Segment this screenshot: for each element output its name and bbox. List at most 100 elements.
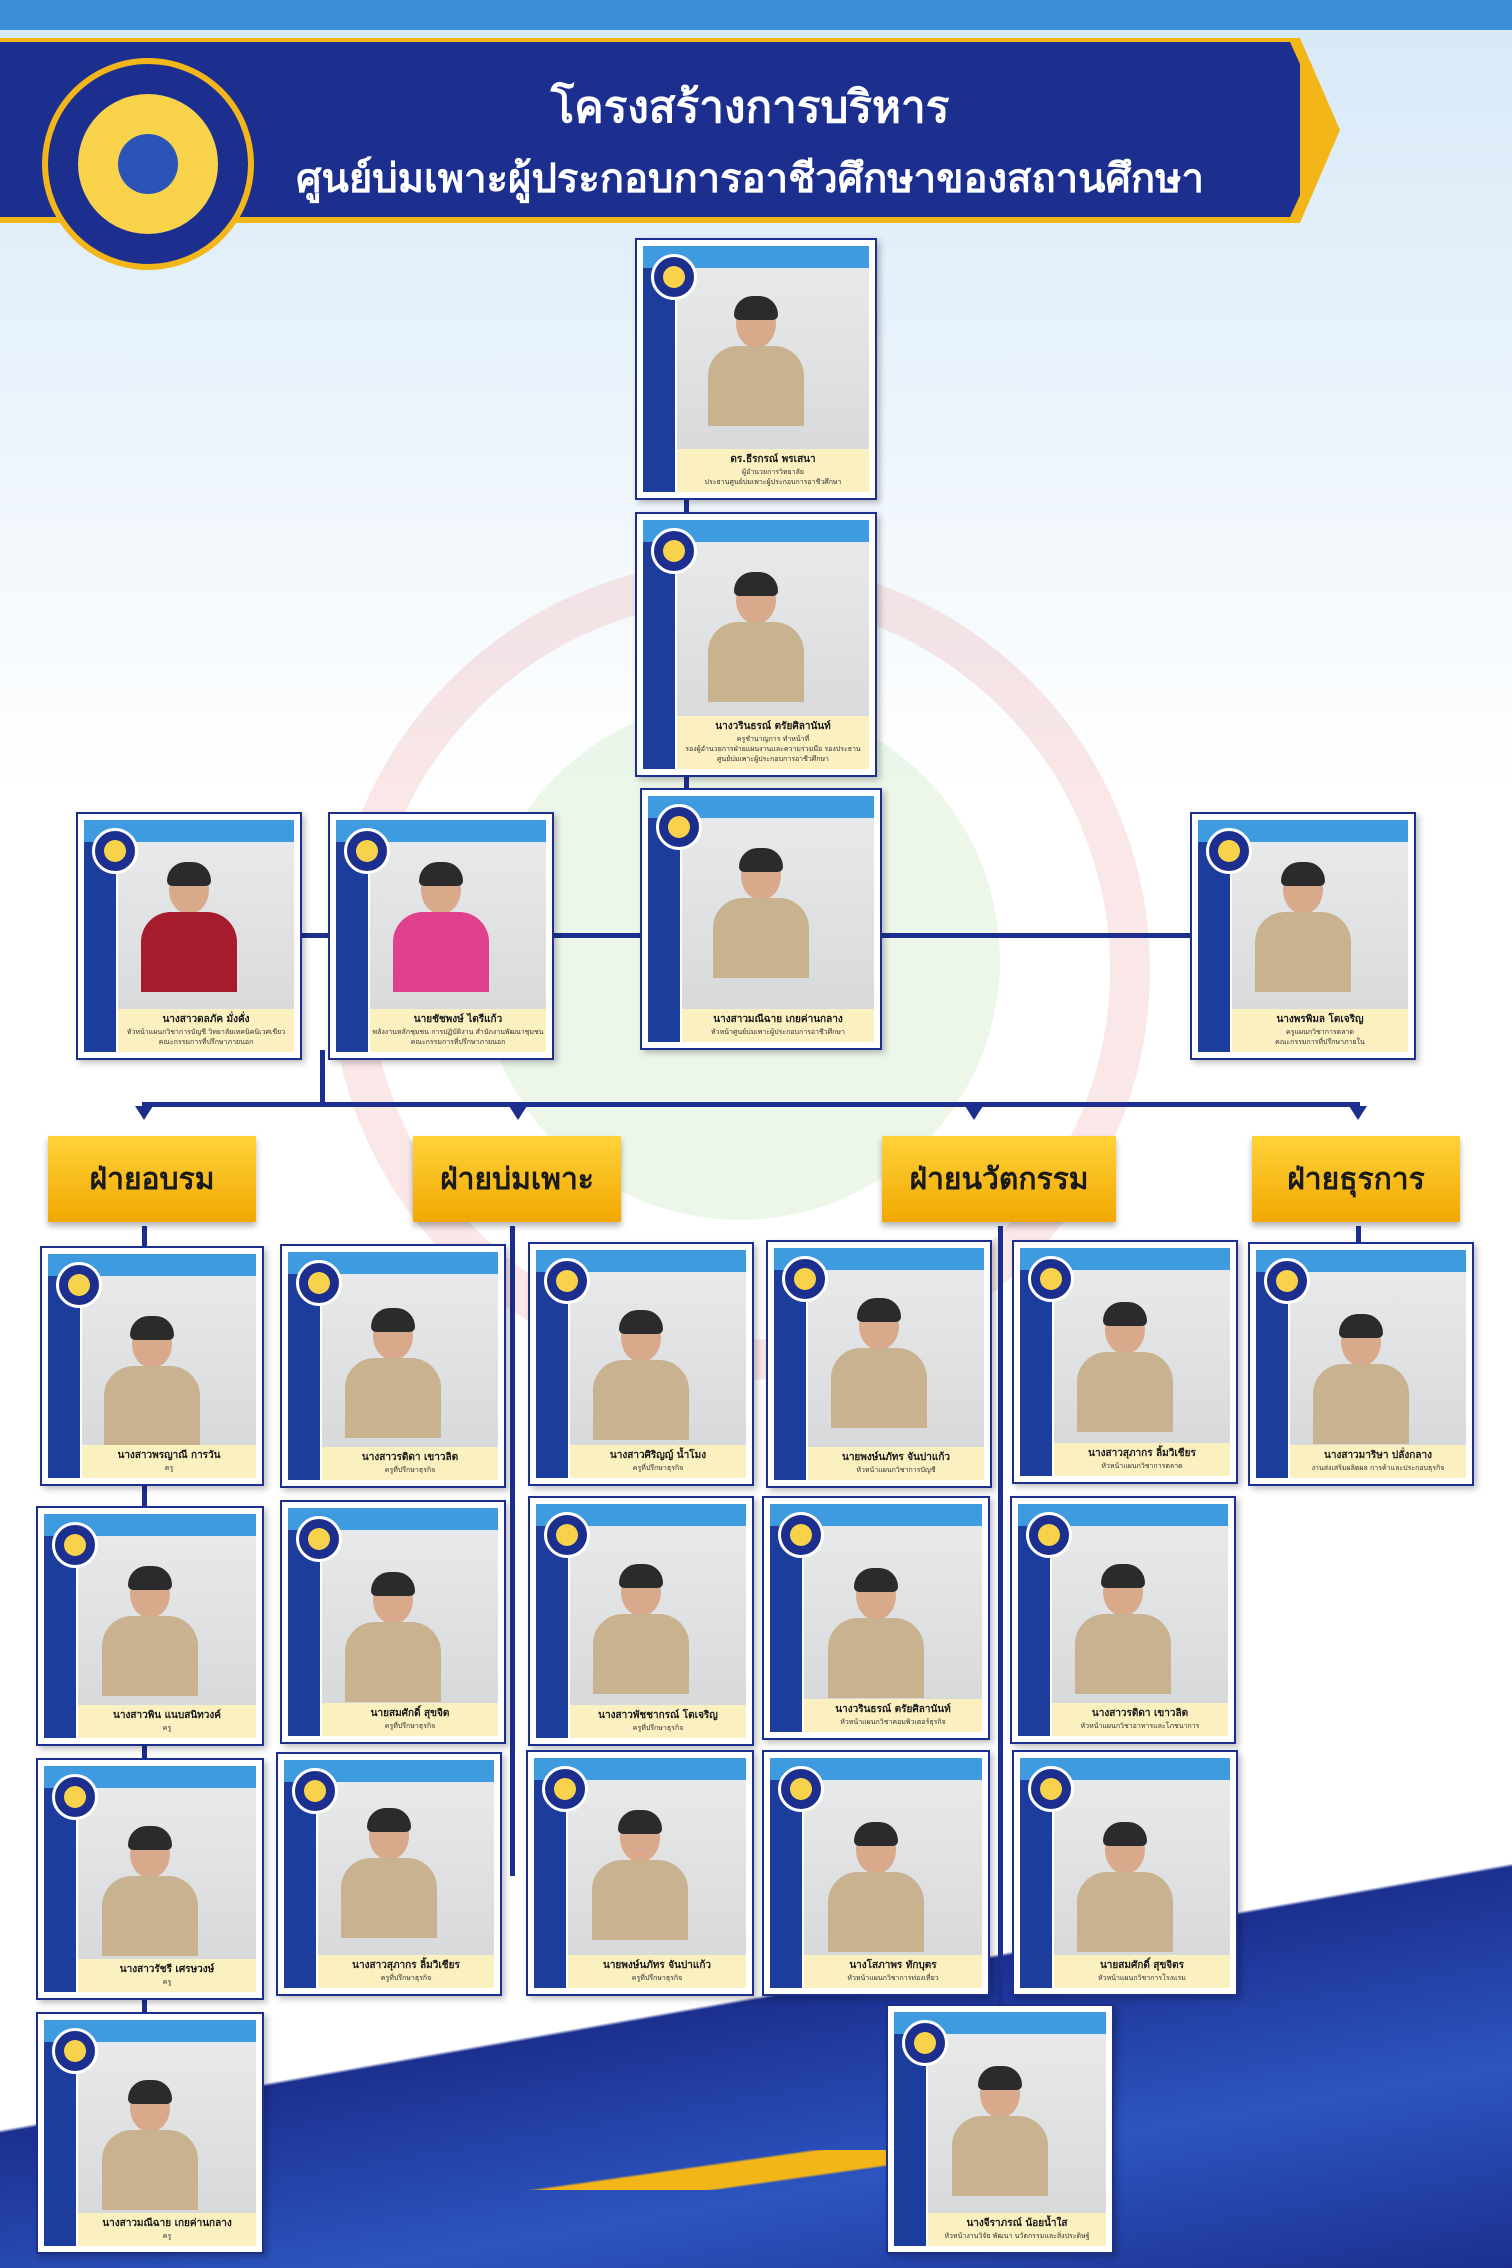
connector-line [998, 1226, 1003, 2016]
card-innovation-4: นางสาวสุภากร ลิ้มวิเชียรหัวหน้าแผนกวิชาก… [1012, 1240, 1238, 1484]
person-position: ครู [162, 2232, 172, 2240]
person-name: นางวรินธรณ์ ตรัยศิลานันท์ [835, 1704, 951, 1715]
person-name: นายสมศักดิ์ สุขจิตร [1099, 1960, 1185, 1971]
person-name: นางสาวพิน แนบสนิทวงค์ [113, 1710, 221, 1721]
college-emblem-icon [296, 1516, 342, 1562]
connector-line [510, 1226, 515, 1876]
person-name: นางโสภาพร ทักบุตร [849, 1960, 937, 1971]
card-training-2: นางสาวพิน แนบสนิทวงค์ครู [36, 1506, 264, 1746]
college-emblem-icon [92, 828, 138, 874]
dept-innovation: ฝ่ายนวัตกรรม [882, 1136, 1116, 1222]
person-name: นางสาวดลภัค มั่งคั่ง [162, 1014, 250, 1025]
person-position: ครูที่ปรึกษาธุรกิจ [631, 1974, 683, 1982]
college-emblem-icon [902, 2020, 948, 2066]
connector-line [142, 1102, 1360, 1107]
person-position-2: ประธานศูนย์บ่มเพาะผู้ประกอบการอาชีวศึกษา [704, 478, 842, 486]
person-name: นางสาวรติดา เขาวลิต [361, 1452, 459, 1463]
card-external-advisor-2: นายชัชพงษ์ ไตรีแก้วพลังงานหลักชุมชน การป… [328, 812, 554, 1060]
arrow-down-icon [965, 1106, 983, 1120]
card-internal-advisor: นางพรพิมล โตเจริญครูแผนกวิชาการตลาดคณะกร… [1190, 812, 1416, 1060]
person-position: ครูที่ปรึกษาธุรกิจ [632, 1724, 684, 1732]
card-incubation-6: นายพงษ์นภัทร จันปาแก้วครูที่ปรึกษาธุรกิจ [526, 1750, 754, 1996]
person-name: นายพงษ์นภัทร จันปาแก้ว [841, 1452, 951, 1463]
card-center-head: นางสาวมณีฉาย เกยค่านกลางหัวหน้าศูนย์บ่มเ… [640, 788, 882, 1050]
card-training-3: นางสาวรัชรี เศรษวงษ์ครู [36, 1758, 264, 2000]
person-position: ครูที่ปรึกษาธุรกิจ [384, 1722, 436, 1730]
person-position: หัวหน้าแผนกวิชาการบัญชี วิทยาลัยเทคนิคนิ… [126, 1028, 286, 1036]
person-position: ครู [162, 1978, 172, 1986]
person-name: นางวรินธรณ์ ตรัยศิลานันท์ [715, 721, 831, 732]
top-stripe [0, 0, 1512, 30]
person-position: ครูชำนาญการ ทำหน้าที่ [736, 735, 810, 743]
college-emblem-icon [544, 1258, 590, 1304]
person-name: นายพงษ์นภัทร จันปาแก้ว [602, 1960, 712, 1971]
card-incubation-2: นายสมศักดิ์ สุขจิตครูที่ปรึกษาธุรกิจ [280, 1500, 506, 1744]
person-position: หัวหน้างานวิจัย พัฒนา นวัตกรรมและสิ่งประ… [944, 2232, 1090, 2240]
card-admin-1: นางสาวมาริษา ปลั่งกลางงานส่งเสริมผลิตผล … [1248, 1242, 1474, 1486]
arrow-down-icon [135, 1106, 153, 1120]
person-position-2: คณะกรรมการที่ปรึกษาภายนอก [158, 1038, 254, 1046]
arrow-down-icon [1349, 1106, 1367, 1120]
college-emblem-icon [344, 828, 390, 874]
person-position: หัวหน้าแผนกวิชาคอมพิวเตอร์ธุรกิจ [840, 1718, 946, 1726]
college-emblem-icon [1206, 828, 1252, 874]
person-position: ผู้อำนวยการวิทยาลัย [742, 468, 804, 476]
person-position: หัวหน้าแผนกวิชาอาหารและโภชนาการ [1080, 1722, 1200, 1730]
card-incubation-4: นางสาวศิริญญ์ น้ำโมงครูที่ปรึกษาธุรกิจ [528, 1242, 754, 1486]
person-name: นางสาวพรญาณี การวัน [117, 1450, 221, 1461]
college-emblem-icon [1026, 1512, 1072, 1558]
person-position: ครู [162, 1724, 172, 1732]
college-emblem-icon [778, 1512, 824, 1558]
person-name: นางสาวรติดา เขาวลิต [1091, 1708, 1189, 1719]
college-emblem-icon [651, 528, 697, 574]
college-emblem-icon [544, 1512, 590, 1558]
person-position: ครูแผนกวิชาการตลาด [1286, 1028, 1354, 1036]
card-deputy: นางวรินธรณ์ ตรัยศิลานันท์ครูชำนาญการ ทำห… [635, 512, 877, 777]
card-innovation-3: นางโสภาพร ทักบุตรหัวหน้าแผนกวิชาการท่องเ… [762, 1750, 990, 1996]
person-name: นางสาวมณีฉาย เกยค่านกลาง [713, 1014, 843, 1025]
person-name: นางสาวสุภากร ลิ้มวิเชียร [352, 1960, 460, 1971]
college-emblem-icon [656, 804, 702, 850]
college-emblem-icon [56, 1262, 102, 1308]
college-emblem-icon [778, 1766, 824, 1812]
person-name: นางสาวศิริญญ์ น้ำโมง [609, 1450, 707, 1461]
connector-line [320, 1050, 325, 1105]
person-position: หัวหน้าแผนกวิชาการโรงแรม [1098, 1974, 1186, 1982]
college-emblem-icon [782, 1256, 828, 1302]
logo-flower-icon [78, 94, 218, 234]
arrow-down-icon [509, 1106, 527, 1120]
college-emblem-icon [651, 254, 697, 300]
person-position-2: คณะกรรมการที่ปรึกษาภายใน [1275, 1038, 1365, 1046]
person-position: ครูที่ปรึกษาธุรกิจ [632, 1464, 684, 1472]
card-incubation-3: นางสาวสุภากร ลิ้มวิเชียรครูที่ปรึกษาธุรก… [276, 1752, 502, 1996]
card-innovation-7: นางจีราภรณ์ น้อยน้ำใสหัวหน้างานวิจัย พัฒ… [886, 2004, 1114, 2254]
person-position: พลังงานหลักชุมชน การปฏิบัติงาน สำนักงานพ… [372, 1028, 544, 1036]
person-name: นางจีราภรณ์ น้อยน้ำใส [966, 2218, 1068, 2229]
card-external-advisor-1: นางสาวดลภัค มั่งคั่งหัวหน้าแผนกวิชาการบั… [76, 812, 302, 1060]
college-emblem-icon [542, 1766, 588, 1812]
card-innovation-2: นางวรินธรณ์ ตรัยศิลานันท์หัวหน้าแผนกวิชา… [762, 1496, 990, 1740]
person-name: นายชัชพงษ์ ไตรีแก้ว [413, 1014, 503, 1025]
connector-line [1356, 1226, 1361, 1256]
dept-administration: ฝ่ายธุรการ [1252, 1136, 1460, 1222]
college-emblem-icon [1028, 1256, 1074, 1302]
person-name: นายสมศักดิ์ สุขจิต [370, 1708, 450, 1719]
card-director: ดร.ธีรกรณ์ พรเสนาผู้อำนวยการวิทยาลัยประธ… [635, 238, 877, 500]
person-position: หัวหน้าแผนกวิชาการท่องเที่ยว [847, 1974, 939, 1982]
person-position: หัวหน้าศูนย์บ่มเพาะผู้ประกอบการอาชีวศึกษ… [711, 1028, 845, 1036]
person-name: นางสาวพัชชากรณ์ โตเจริญ [598, 1710, 718, 1721]
person-position: ครูที่ปรึกษาธุรกิจ [380, 1974, 432, 1982]
card-training-4: นางสาวมณีฉาย เกยค่านกลางครู [36, 2012, 264, 2254]
person-position: หัวหน้าแผนกวิชาการบัญชี [856, 1466, 936, 1474]
person-name: นางสาวรัชรี เศรษวงษ์ [119, 1964, 215, 1975]
college-emblem-icon [52, 1522, 98, 1568]
person-position: ครู [164, 1464, 174, 1472]
college-emblem-icon [292, 1768, 338, 1814]
person-name: นางพรพิมล โตเจริญ [1276, 1014, 1364, 1025]
person-name: นางสาวสุภากร ลิ้มวิเชียร [1088, 1448, 1196, 1459]
page-subtitle: ศูนย์บ่มเพาะผู้ประกอบการอาชีวศึกษาของสถา… [296, 156, 1204, 202]
person-position: งานส่งเสริมผลิตผล การค้าและประกอบธุรกิจ [1311, 1464, 1445, 1472]
college-emblem-icon [296, 1260, 342, 1306]
person-name: นางสาวมณีฉาย เกยค่านกลาง [102, 2218, 232, 2229]
card-incubation-5: นางสาวพัชชากรณ์ โตเจริญครูที่ปรึกษาธุรกิ… [528, 1496, 754, 1746]
